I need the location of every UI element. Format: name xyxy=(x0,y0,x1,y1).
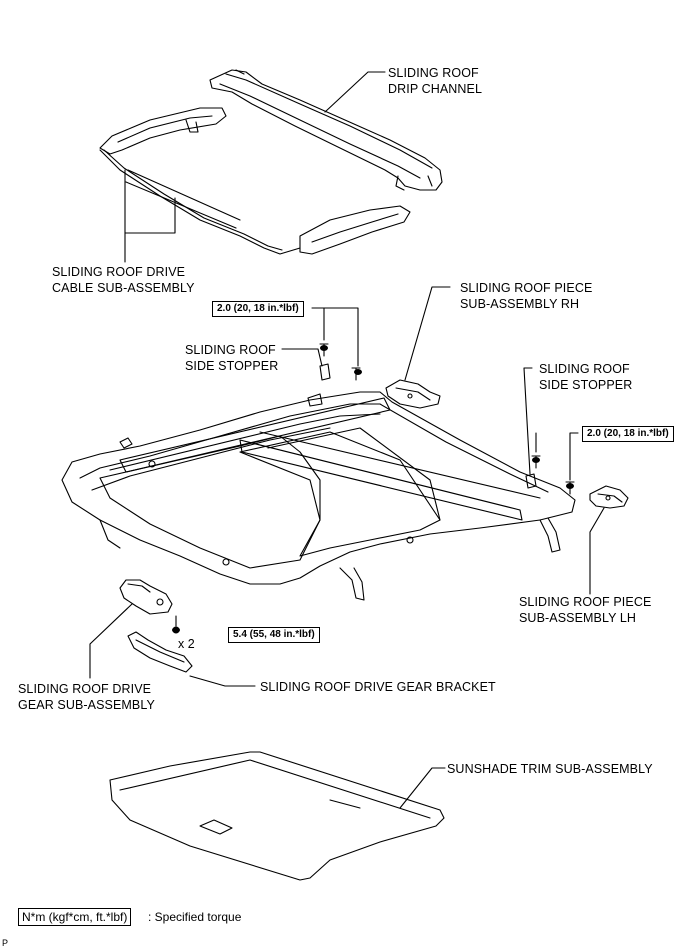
piece-lh-part xyxy=(589,485,629,509)
piece-rh-part xyxy=(385,379,441,409)
label-piece-lh: SLIDING ROOF PIECE SUB-ASSEMBLY LH xyxy=(519,595,652,625)
label-sunshade: SUNSHADE TRIM SUB-ASSEMBLY xyxy=(447,762,653,776)
label-drive-gear: SLIDING ROOF DRIVE GEAR SUB-ASSEMBLY xyxy=(18,682,155,712)
label-side-stopper-right: SLIDING ROOF SIDE STOPPER xyxy=(539,362,633,392)
bolt-right-1 xyxy=(532,457,540,463)
bolt-left-1 xyxy=(320,345,328,351)
label-gear-bracket: SLIDING ROOF DRIVE GEAR BRACKET xyxy=(260,680,496,694)
drip-channel-part xyxy=(209,69,443,191)
leader-lines xyxy=(89,71,605,809)
torque-stopper-right: 2.0 (20, 18 in.*lbf) xyxy=(582,426,674,442)
bolt-right-2 xyxy=(566,483,574,489)
label-piece-rh: SLIDING ROOF PIECE SUB-ASSEMBLY RH xyxy=(460,281,593,311)
drive-gear-part xyxy=(119,579,173,615)
quantity-label: x 2 xyxy=(178,637,195,651)
bolt-gear xyxy=(172,627,180,633)
legend-torque-box: N*m (kgf*cm, ft.*lbf) xyxy=(18,908,132,926)
drive-cable-part xyxy=(99,107,411,255)
figure-code: P xyxy=(2,938,9,948)
sunshade-trim-part xyxy=(109,751,445,881)
bolt-left-2 xyxy=(354,369,362,375)
label-drive-cable: SLIDING ROOF DRIVE CABLE SUB-ASSEMBLY xyxy=(52,265,195,295)
sliding-roof-housing-part xyxy=(61,391,576,601)
torque-gear: 5.4 (55, 48 in.*lbf) xyxy=(228,627,320,643)
label-drip-channel: SLIDING ROOF DRIP CHANNEL xyxy=(388,66,483,96)
legend-text: : Specified torque xyxy=(148,910,242,924)
torque-stopper-left: 2.0 (20, 18 in.*lbf) xyxy=(212,301,304,317)
label-side-stopper-left: SLIDING ROOF SIDE STOPPER xyxy=(185,343,279,373)
